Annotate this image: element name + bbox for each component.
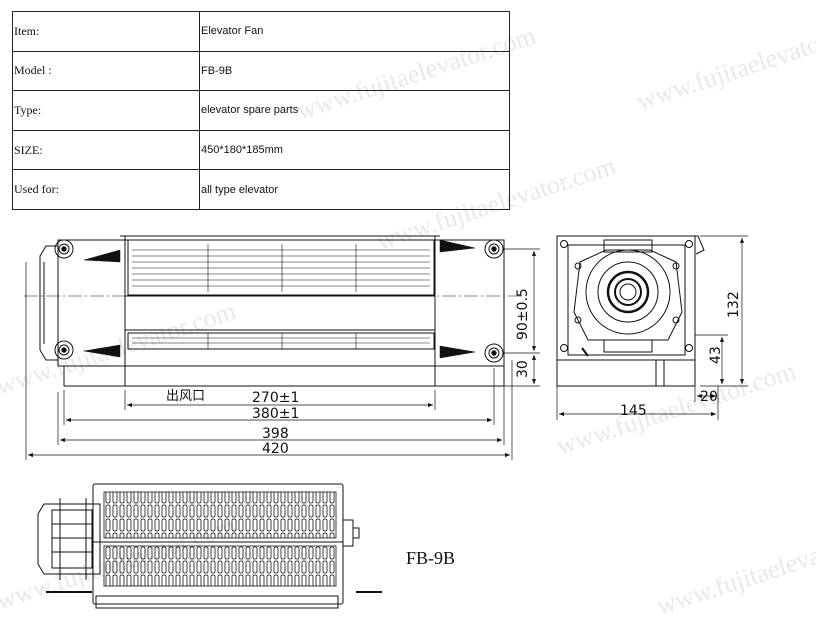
dim-90: 90±0.5 — [515, 288, 531, 340]
spec-value: all type elevator — [199, 169, 510, 210]
spec-key: Model : — [12, 50, 200, 92]
dim-20: 20 — [700, 389, 718, 405]
outlet-label: 出风口 — [166, 389, 205, 404]
spec-value: 450*180*185mm — [199, 129, 510, 171]
motor-icon — [37, 503, 101, 575]
side-view — [556, 235, 705, 387]
dimension-lines — [25, 248, 540, 460]
motor-housing — [39, 245, 59, 361]
mounting-holes — [54, 239, 504, 363]
model-label: FB-9B — [406, 548, 456, 568]
dim-30: 30 — [515, 360, 531, 378]
dim-132: 132 — [726, 291, 742, 318]
spec-key: Used for: — [12, 169, 200, 210]
side-housing — [556, 235, 696, 387]
spec-key: SIZE: — [12, 129, 200, 171]
dim-398: 398 — [262, 426, 289, 442]
bolt-hole-icon — [484, 343, 504, 363]
spec-value: FB-9B — [199, 50, 510, 92]
spec-row-type: Type: elevator spare parts — [12, 90, 510, 131]
dim-420: 420 — [262, 441, 289, 457]
outlet-grille — [127, 239, 435, 296]
motor-icon — [585, 249, 671, 335]
spec-value: elevator spare parts — [199, 90, 510, 131]
spec-row-used-for: Used for: all type elevator — [12, 169, 510, 210]
spec-row-size: SIZE: 450*180*185mm — [12, 129, 510, 171]
bolt-hole-icon — [54, 340, 74, 360]
product-view — [37, 483, 382, 609]
bolt-hole-icon — [484, 239, 504, 259]
spec-value: Elevator Fan — [199, 11, 510, 52]
front-view — [24, 235, 525, 387]
dim-270: 270±1 — [252, 390, 299, 406]
motor-flange — [573, 249, 683, 341]
spec-row-model: Model : FB-9B — [12, 50, 510, 92]
side-dimension-lines — [556, 235, 748, 420]
dim-145: 145 — [620, 403, 647, 419]
bolt-hole-icon — [54, 239, 74, 259]
dim-43: 43 — [708, 346, 724, 364]
spec-table: Item: Elevator Fan Model : FB-9B Type: e… — [12, 11, 510, 210]
dim-380: 380±1 — [252, 406, 299, 422]
